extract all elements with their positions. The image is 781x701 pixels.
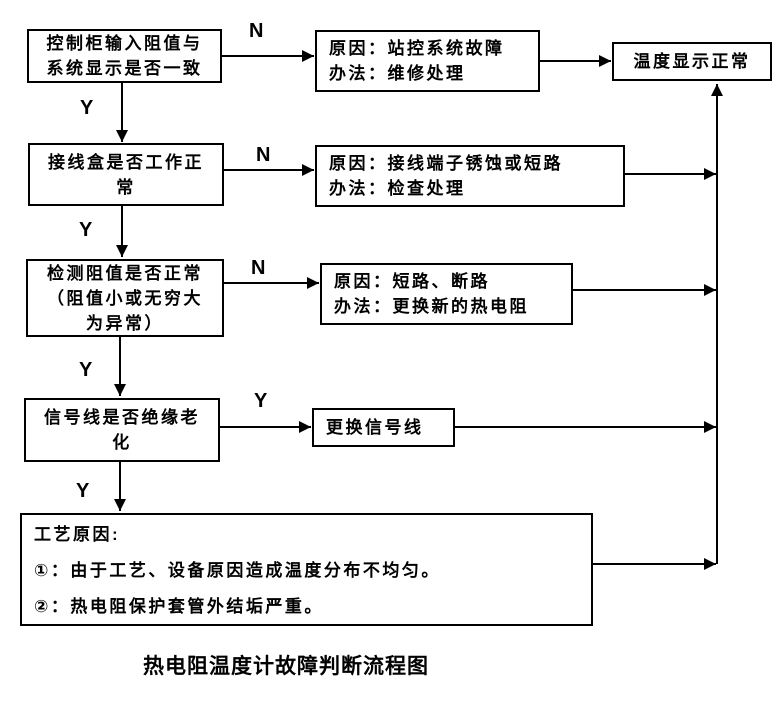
box-text-line: 办法：维修处理	[329, 64, 466, 83]
box-text-line: 信号线是否绝缘老	[44, 408, 200, 427]
cause-box-station-control-fault: 原因：站控系统故障 办法：维修处理	[315, 30, 540, 92]
box-text-line: ①：由于工艺、设备原因造成温度分布不均匀。	[34, 561, 441, 580]
cause-box-short-open-circuit: 原因：短路、断路 办法：更换新的热电阻	[320, 263, 573, 325]
box-text-line: 原因：短路、断路	[334, 272, 490, 291]
box-text-line: ②：热电阻保护套管外结垢严重。	[34, 597, 324, 616]
decision-box-junction-box: 接线盒是否工作正 常	[28, 143, 224, 206]
edge-label-q2-n: N	[256, 144, 271, 166]
box-text-line: 温度显示正常	[633, 52, 751, 71]
box-text-line: 办法：检查处理	[329, 179, 466, 198]
edge-label-q3-y: Y	[79, 359, 93, 381]
box-text-line: 为异常）	[86, 313, 164, 333]
edge-label-q4-y-down: Y	[76, 480, 90, 502]
process-cause-box: 工艺原因: ①：由于工艺、设备原因造成温度分布不均匀。 ②：热电阻保护套管外结垢…	[20, 513, 593, 626]
action-box-replace-signal-wire: 更换信号线	[312, 408, 455, 447]
decision-box-signal-wire-insulation: 信号线是否绝缘老 化	[24, 398, 220, 462]
box-text-line: 办法：更换新的热电阻	[334, 297, 529, 316]
box-text-line: 工艺原因:	[34, 525, 121, 544]
edge-label-q1-n: N	[249, 20, 264, 42]
box-text-line: 原因：接线端子锈蚀或短路	[329, 154, 563, 173]
box-text-line: 化	[112, 433, 132, 452]
edge-label-q4-y-right: Y	[254, 390, 268, 412]
box-text-line: 原因：站控系统故障	[329, 39, 505, 58]
box-text-line: 常	[116, 177, 136, 197]
cause-box-terminal-corrosion: 原因：接线端子锈蚀或短路 办法：检查处理	[315, 145, 625, 207]
box-text-line: 检测阻值是否正常	[47, 263, 203, 283]
box-text-line: 控制柜输入阻值与	[46, 34, 203, 53]
box-text-line: 系统显示是否一致	[46, 59, 203, 78]
decision-box-resistance-match: 控制柜输入阻值与 系统显示是否一致	[27, 29, 222, 83]
edge-label-q1-y: Y	[80, 97, 94, 119]
box-text-line: 更换信号线	[326, 418, 424, 437]
edge-label-q3-n: N	[251, 257, 266, 279]
result-box-temperature-normal: 温度显示正常	[612, 42, 772, 81]
edge-label-q2-y: Y	[79, 219, 93, 241]
box-text-line: 接线盒是否工作正	[48, 152, 204, 172]
box-text-line: （阻值小或无穷大	[47, 288, 203, 308]
diagram-caption: 热电阻温度计故障判断流程图	[143, 655, 429, 678]
decision-box-resistance-check: 检测阻值是否正常 （阻值小或无穷大 为异常）	[26, 259, 224, 337]
